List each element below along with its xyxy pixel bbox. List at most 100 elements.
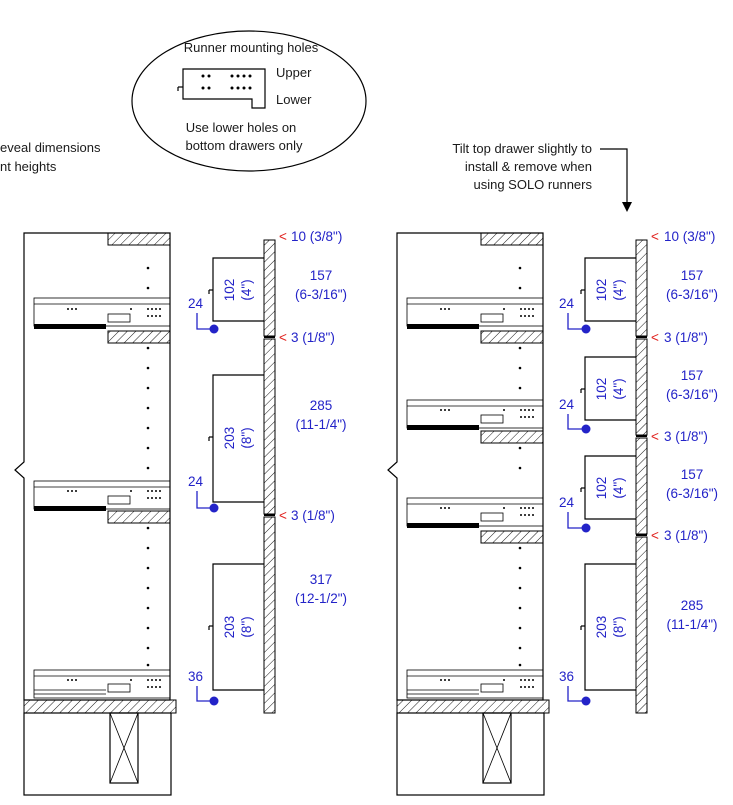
right-side-4-mm: 203	[594, 616, 609, 639]
left-front-2-mm: 285	[310, 398, 333, 413]
right-plinth	[396, 712, 545, 796]
tilt-note-line3: using SOLO runners	[473, 177, 592, 192]
upper-label: Upper	[276, 65, 312, 80]
left-gap-top: 10 (3/8")	[291, 229, 342, 244]
left-side-3-in: (8")	[239, 616, 254, 637]
svg-text:<: <	[651, 229, 659, 244]
left-front-1	[263, 239, 276, 337]
lower-holes-note-line1: Use lower holes on	[186, 120, 297, 135]
reveal-note-line1: eveal dimensions	[0, 140, 101, 155]
svg-text:<: <	[651, 429, 659, 444]
right-gap-3: 3 (1/8")	[664, 429, 708, 444]
left-side-1-mm: 102	[222, 279, 237, 302]
right-offset-4: 36	[559, 669, 574, 684]
left-offset-2: 24	[188, 474, 204, 489]
left-offset-3: 36	[188, 669, 203, 684]
left-side-3-mm: 203	[222, 616, 237, 639]
left-system-holes	[146, 266, 150, 667]
left-side-1-in: (4")	[239, 279, 254, 300]
left-side-2-mm: 203	[222, 427, 237, 450]
right-side-3-in: (4")	[611, 477, 626, 498]
right-gap-4: 3 (1/8")	[664, 528, 708, 543]
left-cabinet	[14, 232, 177, 796]
left-gap-2: 3 (1/8")	[291, 330, 335, 345]
left-cabinet-outline	[14, 232, 171, 701]
runner-bracket-icon	[177, 68, 266, 109]
left-front-3	[263, 516, 276, 714]
right-front-3-in: (6-3/16")	[666, 486, 718, 501]
right-front-2	[635, 338, 648, 436]
runner-holes-title: Runner mounting holes	[184, 40, 319, 55]
svg-text:<: <	[279, 229, 287, 244]
tilt-arrow-line	[600, 148, 628, 210]
tilt-note: Tilt top drawer slightly to install & re…	[452, 141, 632, 212]
right-front-4	[635, 536, 648, 714]
left-front-1-mm: 157	[310, 268, 333, 283]
right-runner-1	[406, 297, 544, 344]
left-front-3-mm: 317	[310, 572, 333, 587]
right-side-1-mm: 102	[594, 279, 609, 302]
right-side-1-in: (4")	[611, 279, 626, 300]
right-front-4-in: (11-1/4")	[666, 617, 717, 632]
right-bottom-panel	[396, 699, 550, 714]
left-plinth	[23, 712, 172, 796]
right-front-2-in: (6-3/16")	[666, 387, 718, 402]
right-runner-2	[406, 399, 544, 444]
svg-text:<: <	[279, 508, 287, 523]
right-side-3-mm: 102	[594, 477, 609, 500]
right-front-4-mm: 285	[681, 598, 704, 613]
left-drawer-box-3	[212, 563, 264, 691]
left-front-2	[263, 338, 276, 515]
right-front-2-mm: 157	[681, 368, 704, 383]
left-front-2-in: (11-1/4")	[295, 417, 346, 432]
left-offset-1: 24	[188, 296, 204, 311]
right-drawer-elevation: 102 (4") 102 (4") 102 (4") 203 (8") 24 2…	[559, 229, 718, 714]
right-gap-top: 10 (3/8")	[664, 229, 715, 244]
right-top-panel	[480, 232, 544, 246]
right-offset-1: 24	[559, 296, 575, 311]
reveal-note-line2: nt heights	[0, 159, 57, 174]
right-offset-2: 24	[559, 397, 575, 412]
left-front-3-in: (12-1/2")	[295, 591, 347, 606]
lower-holes-note-line2: bottom drawers only	[185, 138, 303, 153]
svg-text:<: <	[279, 330, 287, 345]
right-front-1-mm: 157	[681, 268, 704, 283]
callout-ellipse	[131, 30, 367, 172]
right-side-2-mm: 102	[594, 378, 609, 401]
left-runner-2	[33, 480, 171, 524]
tilt-note-line1: Tilt top drawer slightly to	[452, 141, 592, 156]
right-gap-2: 3 (1/8")	[664, 330, 708, 345]
right-front-3	[635, 437, 648, 535]
left-leg	[109, 712, 139, 784]
tilt-note-line2: install & remove when	[465, 159, 592, 174]
left-drawer-elevation: 102 (4") 203 (8") 203 (8") 24 24 36 < 10…	[188, 229, 347, 714]
left-gap-3: 3 (1/8")	[291, 508, 335, 523]
right-front-1	[635, 239, 648, 337]
left-runner-3	[33, 669, 171, 699]
svg-text:<: <	[651, 528, 659, 543]
right-system-holes	[518, 266, 522, 667]
right-cabinet	[387, 232, 550, 796]
left-bottom-panel	[23, 699, 177, 714]
left-drawer-box-2	[212, 374, 264, 503]
lower-label: Lower	[276, 92, 312, 107]
right-side-4-in: (8")	[611, 616, 626, 637]
left-runner-1	[33, 297, 171, 344]
left-front-1-in: (6-3/16")	[295, 287, 347, 302]
right-runner-4	[406, 669, 544, 699]
right-front-1-in: (6-3/16")	[666, 287, 718, 302]
right-leg	[482, 712, 512, 784]
runner-holes-callout: Runner mounting holes Upper Lower Use lo…	[131, 30, 367, 172]
right-side-2-in: (4")	[611, 378, 626, 399]
left-side-2-in: (8")	[239, 427, 254, 448]
right-drawer-box-4	[584, 563, 636, 691]
right-runner-3	[406, 497, 544, 544]
right-front-3-mm: 157	[681, 467, 704, 482]
right-cabinet-outline	[387, 232, 544, 701]
svg-text:<: <	[651, 330, 659, 345]
right-offset-3: 24	[559, 495, 575, 510]
tilt-arrow-head	[622, 202, 632, 212]
left-top-panel	[107, 232, 171, 246]
